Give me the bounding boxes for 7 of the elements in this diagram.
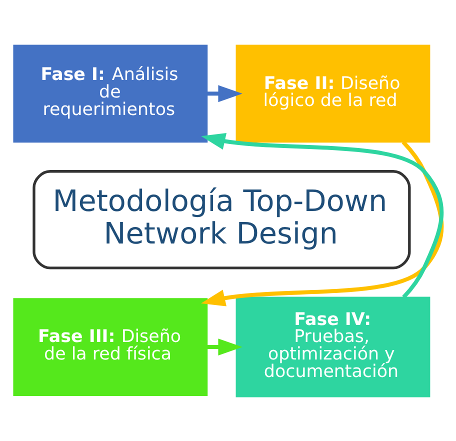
node-box: Fase II: Diseño lógico de la red [236, 44, 430, 142]
arrow [207, 84, 242, 102]
node-box: Fase IV: Pruebas, optimización y documentación [236, 296, 430, 397]
node-box: Fase III: Diseño de la red física [13, 298, 208, 396]
node-box: Fase I: Análisis de requerimientos [13, 44, 208, 142]
arrow [207, 338, 242, 355]
node-box: Metodología Top-Down Network Design [32, 170, 411, 269]
